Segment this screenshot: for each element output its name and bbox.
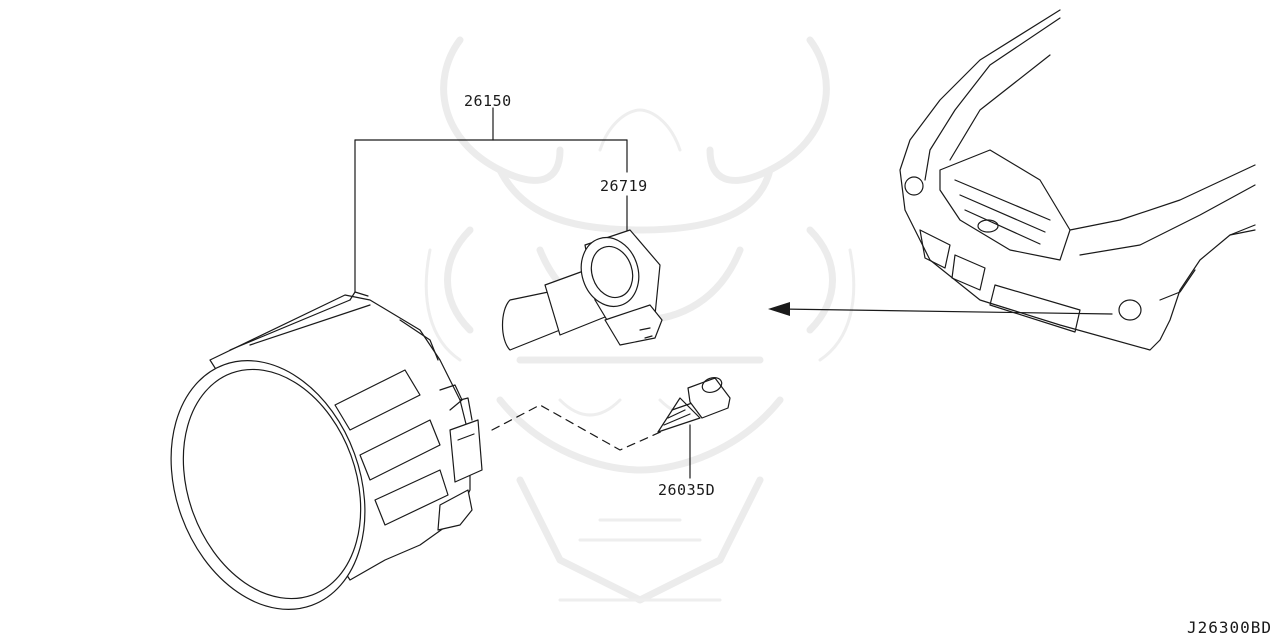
location-arrow bbox=[768, 302, 1113, 316]
screw-icon bbox=[657, 376, 731, 433]
part-label-bulb[interactable]: 26719 bbox=[600, 177, 648, 195]
part-label-housing[interactable]: 26150 bbox=[464, 92, 512, 110]
assembly-dashed-line bbox=[491, 404, 666, 451]
fog-lamp-assembly-icon bbox=[170, 291, 483, 610]
drawing-code: J26300BD bbox=[1186, 618, 1272, 637]
bulb-icon bbox=[501, 229, 663, 351]
vehicle-front-icon bbox=[899, 9, 1256, 351]
part-label-screw[interactable]: 26035D bbox=[658, 481, 716, 499]
leader-26150 bbox=[354, 107, 628, 293]
